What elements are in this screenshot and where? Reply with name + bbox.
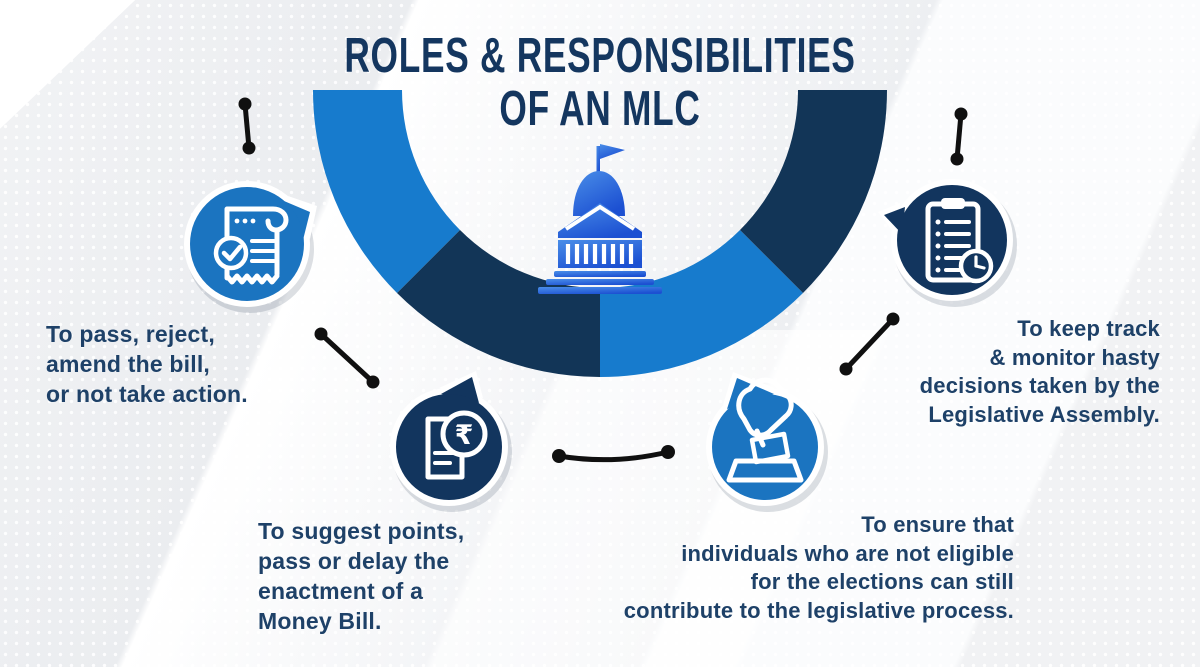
connector-right [839,312,900,376]
ballot-paper [749,431,791,465]
role-text-money-bill: To suggest points, pass or delay the ena… [258,518,465,634]
clipboard-clip [941,198,965,209]
bill-check-icon [184,181,317,313]
arc-segment-lower-right [600,230,803,377]
arc-segment-upper-left [312,90,460,293]
dome [573,171,625,216]
clock-hands [974,255,986,270]
role-text-pass-bill: To pass, reject, amend the bill, or not … [46,321,248,407]
pediment [558,203,642,238]
money-bill-icon: ₹ [390,371,512,512]
capitol-building-icon [538,144,662,294]
title-line-1: ROLES & RESPONSIBILITIES [344,29,856,83]
arc-segment-upper-right [740,90,888,293]
money-bill-glyph: ₹ [425,410,488,480]
column-slits [565,244,634,264]
role-text-monitor-assembly: To keep track & monitor hasty decisions … [919,316,1160,427]
voting-hand [736,377,794,438]
ballot-box-icon [706,372,828,512]
badge-tail [441,377,479,403]
check-circle [213,235,249,271]
clipboard-glyph [925,198,994,284]
connector-left [314,327,380,389]
badge-circle [190,187,304,301]
flag [600,144,625,159]
connector-top-right [950,107,968,166]
rupee-symbol: ₹ [455,420,474,451]
clipboard-clock-icon [878,179,1017,307]
step-1 [554,271,646,277]
title-line-2: OF AN MLC [499,81,701,136]
connector-bottom-center [552,445,675,463]
badge-circle [712,394,818,500]
page-title: ROLES & RESPONSIBILITIES OF AN MLC [0,30,1200,136]
bill-glyph [213,206,289,285]
step-2 [546,279,654,285]
arc-ring [312,90,888,378]
role-text-elections: To ensure that individuals who are not e… [623,512,1014,623]
ballot-box-base [726,458,804,483]
step-3 [538,287,662,294]
finger [754,428,766,448]
connector-lines [238,97,968,463]
pediment-chevron-line [564,204,636,231]
ballot-glyph [726,377,804,483]
rupee-coin [440,410,488,458]
connector-top-left [238,97,256,155]
flag-pole [596,146,600,174]
colonnade [558,240,642,268]
check-mark [221,244,243,262]
arc-segment-lower-left [397,230,600,378]
